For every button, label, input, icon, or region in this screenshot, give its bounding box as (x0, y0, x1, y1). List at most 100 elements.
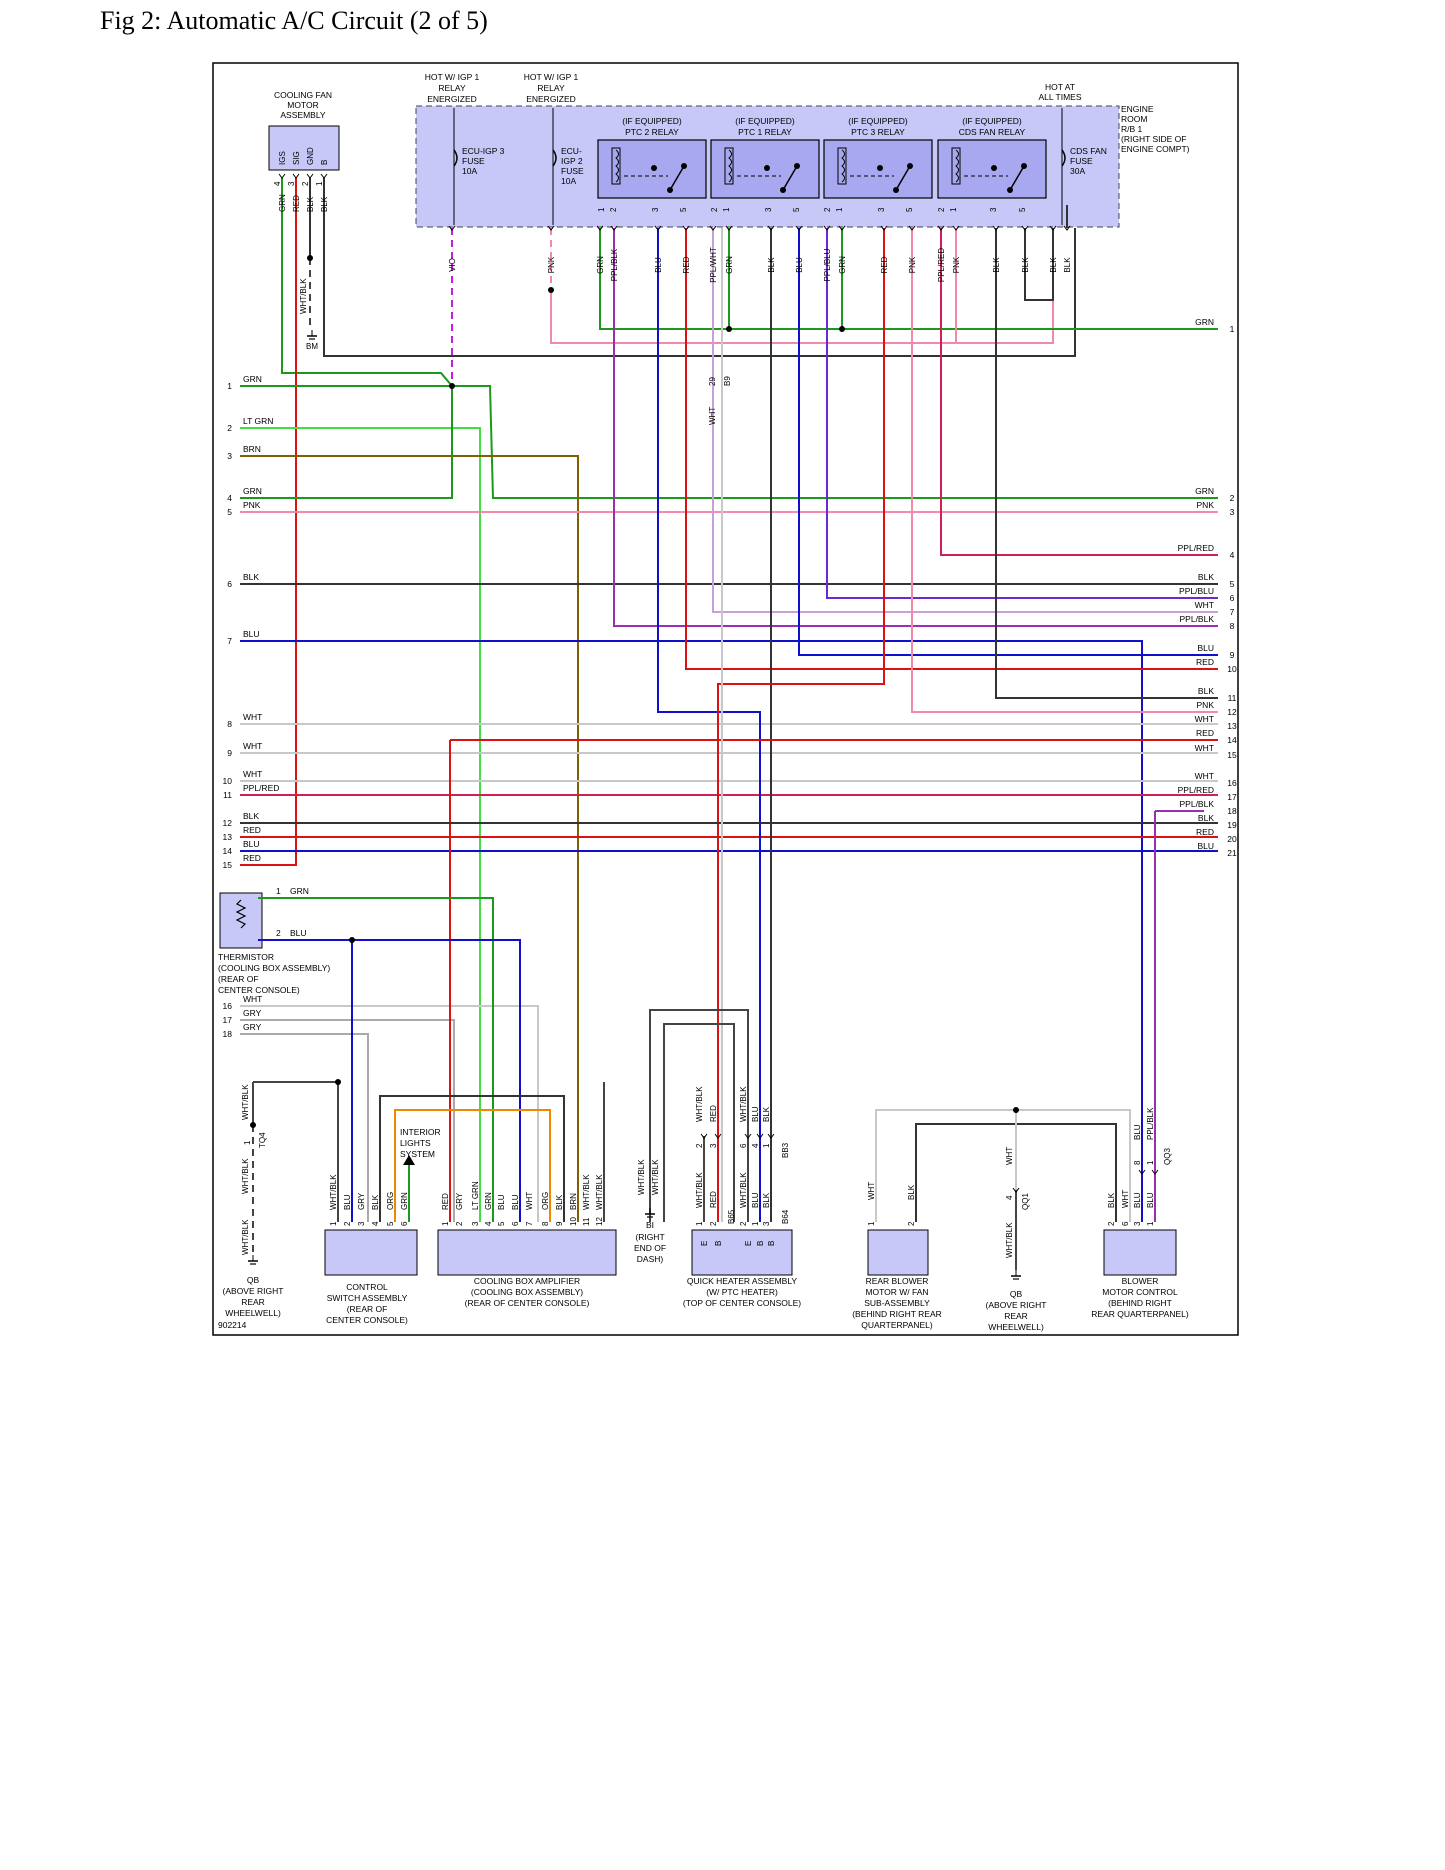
splice-dot (681, 163, 687, 169)
left-bus-number: 10 (223, 776, 233, 786)
right-bus-label: PPL/BLU (1179, 586, 1214, 596)
left-bus-label: PPL/RED (243, 783, 279, 793)
rear-blower-box (867, 1229, 929, 1276)
tq4-connector: TQ4 (258, 1132, 267, 1148)
relay-pin-number: 2 (710, 207, 719, 212)
connector-chevron (278, 173, 286, 179)
qb-right-location: (ABOVE RIGHT (986, 1300, 1047, 1310)
relay-coil (611, 147, 621, 185)
right-bus-label: RED (1196, 657, 1214, 667)
bi-ground-location: (RIGHT (635, 1232, 664, 1242)
relay-pin-number: 3 (764, 207, 773, 212)
rb-output-label: GRN (838, 256, 847, 274)
rb-output-label: RED (880, 256, 889, 273)
amplifier-pin: 1 (441, 1221, 450, 1226)
left-bus-number: 15 (223, 860, 233, 870)
splice-dot (726, 326, 732, 332)
control-switch-label: CENTER CONSOLE) (326, 1315, 408, 1325)
left-bus-label: BLK (243, 811, 259, 821)
heater-label: (W/ PTC HEATER) (706, 1287, 778, 1297)
fuse-label: ECU- (561, 146, 582, 156)
heater-top-wire-label: BLK (762, 1106, 771, 1122)
left-bus-label: GRN (243, 486, 262, 496)
fuse-symbol (453, 149, 458, 167)
bi-wire-label: WHT/BLK (637, 1159, 646, 1195)
rb-output-label: GRN (596, 256, 605, 274)
heater-bottom-wire-label: RED (709, 1191, 718, 1208)
cooling-fan-pin-number: 4 (273, 181, 282, 186)
rb-output-label: BLK (1021, 257, 1030, 273)
splice-dot (1021, 163, 1027, 169)
blower-control-top-pin: 1 (1146, 1160, 1155, 1165)
left-bus-number: 7 (227, 636, 232, 646)
left-bus-label: BRN (243, 444, 261, 454)
wire-red (240, 178, 297, 866)
control-switch-wire-label: ORG (386, 1192, 395, 1210)
wire-org (394, 1109, 551, 1222)
left-bus-number: 11 (223, 790, 232, 800)
right-bus-number: 13 (1227, 721, 1237, 731)
blower-control-pin: 1 (1146, 1221, 1155, 1226)
heater-top-wire-label: WHT/BLK (695, 1086, 704, 1122)
right-bus-label: PPL/RED (1178, 543, 1214, 553)
right-bus-label: RED (1196, 827, 1214, 837)
right-bus-label: PPL/BLK (1180, 799, 1215, 809)
rear-blower-label: (BEHIND RIGHT REAR (852, 1309, 942, 1319)
left-bus-label: GRY (243, 1022, 262, 1032)
rear-blower-wire-label: WHT (867, 1182, 876, 1200)
connector-chevron (714, 1133, 722, 1139)
heater-inner-label: B (767, 1241, 776, 1246)
cooling-fan-pin: B (320, 160, 329, 165)
thermistor-box (219, 892, 263, 949)
splice-dot (250, 1122, 256, 1128)
connector-chevron (823, 225, 831, 231)
splice-dot (794, 163, 800, 169)
cooling-fan-wire-label: RED (292, 195, 301, 212)
heater-top-connector: BB3 (781, 1142, 790, 1158)
right-bus-label: WHT (1195, 600, 1214, 610)
connector-chevron (448, 225, 456, 231)
left-bus-label: BLU (243, 629, 260, 639)
blower-control-top-wire-label: BLU (1133, 1124, 1142, 1140)
interior-lights-label: SYSTEM (400, 1149, 435, 1159)
qb-right-location: WHEELWELL) (988, 1322, 1044, 1332)
left-bus-label: BLK (243, 572, 259, 582)
wire-brn (240, 455, 579, 1222)
connector-chevron (1012, 1187, 1020, 1193)
wire-blu (657, 228, 761, 1222)
splice-dot (877, 165, 883, 171)
relay-label: PTC 3 RELAY (851, 127, 905, 137)
wire-wht-blk (253, 1081, 339, 1222)
connector-chevron (756, 1133, 764, 1139)
wire-ppl-wht (712, 228, 1218, 613)
b9-pin: 29 (708, 377, 717, 386)
right-bus-label: PPL/RED (1178, 785, 1214, 795)
junction-marks (248, 163, 1159, 1280)
splice-dot (780, 187, 786, 193)
right-bus-number: 3 (1230, 507, 1235, 517)
left-bus-number: 16 (223, 1001, 233, 1011)
b9-wire-label: WHT (708, 407, 717, 425)
left-bus-number: 3 (227, 451, 232, 461)
qq1-pin: 4 (1005, 1195, 1014, 1200)
right-bus-number: 10 (1227, 664, 1237, 674)
amplifier-pin: 11 (582, 1217, 591, 1226)
ground-label: BM (306, 342, 318, 351)
fuse-label: FUSE (561, 166, 584, 176)
splice-dot (651, 165, 657, 171)
splice-dot (991, 165, 997, 171)
relay-pin-number: 5 (905, 207, 914, 212)
rb-output-label: BLK (992, 257, 1001, 273)
connector-chevron (1049, 225, 1057, 231)
blower-control-label: REAR QUARTERPANEL) (1091, 1309, 1189, 1319)
left-bus-number: 6 (227, 579, 232, 589)
control-switch-wire-label: BLU (343, 1194, 352, 1210)
right-bus-label: GRN (1195, 317, 1214, 327)
splice-dot (1007, 187, 1013, 193)
amplifier-pin: 4 (484, 1221, 493, 1226)
splice-dot (893, 187, 899, 193)
heater-bottom-pin: 1 (751, 1221, 760, 1226)
fuse-symbol (552, 149, 557, 167)
left-bus-number: 12 (223, 818, 233, 828)
